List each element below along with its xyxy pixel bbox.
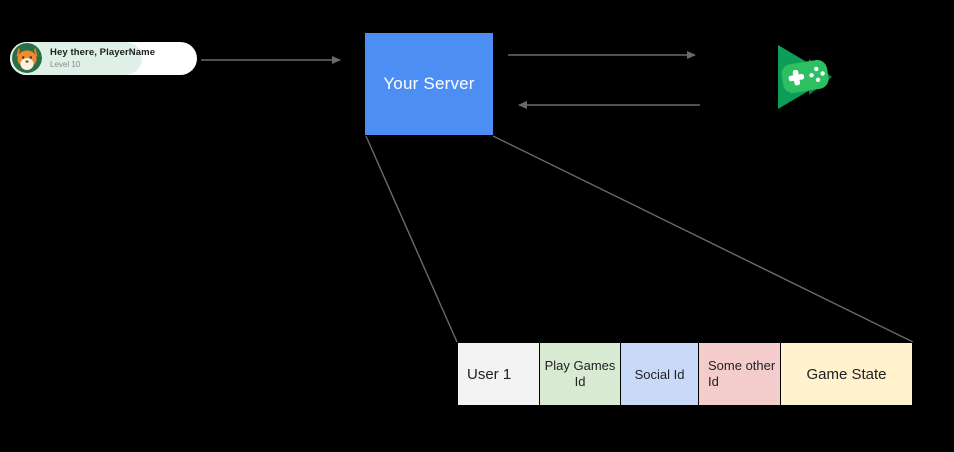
- projection-line-right: [492, 135, 914, 343]
- cell-label: Game State: [806, 365, 887, 383]
- user-record-table: User 1 Play Games Id Social Id Some othe…: [457, 342, 913, 406]
- projection-line-left: [365, 135, 458, 343]
- table-cell-some-other-id: Some other Id: [698, 343, 780, 405]
- table-cell-social-id: Social Id: [620, 343, 698, 405]
- level-text: Level 10: [50, 60, 81, 69]
- your-server-box: Your Server: [365, 33, 493, 135]
- cell-label: User 1: [467, 365, 512, 383]
- google-play-games-icon: [776, 44, 834, 110]
- server-label: Your Server: [383, 74, 475, 93]
- greeting-text: Hey there, PlayerName: [50, 47, 156, 58]
- gamepad-glyph: [781, 60, 829, 93]
- cell-label: Play Games Id: [544, 358, 616, 389]
- table-cell-user: User 1: [458, 343, 539, 405]
- cell-label: Social Id: [634, 366, 685, 382]
- table-cell-game-state: Game State: [780, 343, 912, 405]
- fox-avatar-icon: [12, 43, 42, 73]
- table-cell-play-games-id: Play Games Id: [539, 343, 620, 405]
- cell-label: Some other Id: [708, 358, 776, 389]
- player-banner-card: Hey there, PlayerName Level 10: [10, 42, 197, 75]
